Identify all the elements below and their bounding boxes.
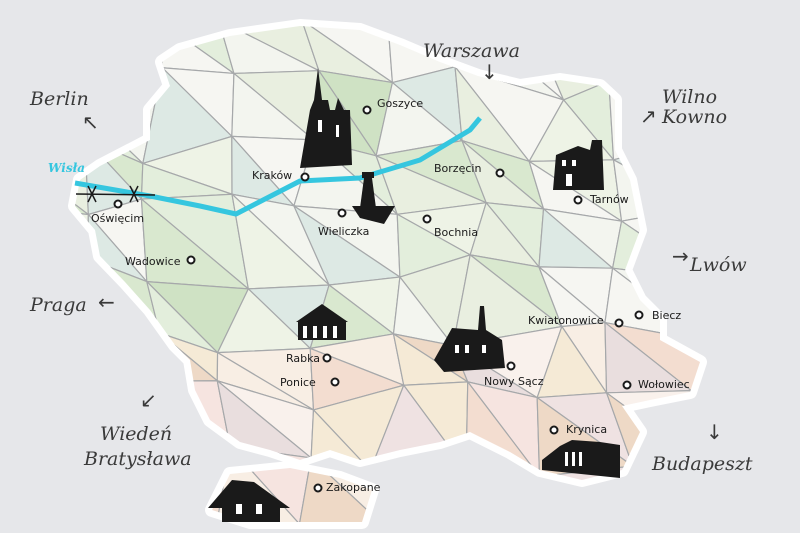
map-facet <box>699 135 700 208</box>
map-facet <box>706 20 780 80</box>
map-facet <box>75 446 95 522</box>
city-label[interactable]: Oświęcim <box>91 212 145 225</box>
city-label[interactable]: Biecz <box>652 309 682 322</box>
city-label[interactable]: Wieliczka <box>318 225 370 238</box>
arrow-left-icon: ← <box>98 290 115 314</box>
mine-shaft-icon <box>352 172 395 224</box>
city-marker[interactable] <box>495 168 505 178</box>
city-label[interactable]: Wołowiec <box>638 378 690 391</box>
direction-budapeszt: Budapeszt <box>652 453 753 475</box>
city-label[interactable]: Nowy Sącz <box>484 375 544 388</box>
map-facet <box>465 469 551 522</box>
map-facet <box>0 410 67 443</box>
river-label: Wisła <box>48 161 85 175</box>
arrow-down-left-icon: ↙ <box>140 388 157 412</box>
map-facet <box>720 72 780 150</box>
city-marker[interactable] <box>186 255 196 265</box>
city-marker[interactable] <box>622 380 632 390</box>
map-facet <box>75 442 95 522</box>
city-label[interactable]: Zakopane <box>326 481 381 494</box>
map-facet <box>298 456 384 522</box>
map-facet <box>0 20 69 93</box>
map-facet <box>690 341 700 410</box>
map-facet <box>706 20 780 80</box>
city-marker[interactable] <box>362 105 372 115</box>
map-facet <box>0 351 67 411</box>
church-icon <box>300 68 352 168</box>
direction-wieden: Wiedeń <box>100 423 173 445</box>
map-facet <box>527 26 641 82</box>
city-marker[interactable] <box>313 483 323 493</box>
city-marker[interactable] <box>330 377 340 387</box>
city-marker[interactable] <box>422 214 432 224</box>
map-facet <box>607 26 700 82</box>
direction-bratyslawa: Bratysława <box>84 448 192 470</box>
city-marker[interactable] <box>614 318 624 328</box>
map-facet <box>75 26 79 95</box>
city-label[interactable]: Bochnia <box>434 226 479 239</box>
city-marker[interactable] <box>337 208 347 218</box>
map-facet <box>75 26 164 94</box>
arrow-down-icon: ↓ <box>706 420 723 444</box>
spa-house-icon <box>542 440 620 478</box>
city-label[interactable]: Krynica <box>566 423 608 436</box>
direction-praga: Praga <box>30 294 87 316</box>
map-facet <box>0 330 67 410</box>
city-marker[interactable] <box>322 353 332 363</box>
map-facet <box>448 468 553 522</box>
castle-icon <box>553 140 604 190</box>
arrow-up-left-icon: ↖ <box>82 110 99 134</box>
arrow-up-right-icon: ↗ <box>640 104 657 128</box>
town-hall-icon <box>434 306 505 372</box>
map-facet <box>709 281 780 343</box>
city-label[interactable]: Kwiatonowice <box>528 314 604 327</box>
map-facet <box>710 341 780 409</box>
city-marker[interactable] <box>549 425 559 435</box>
map-facet <box>368 468 467 522</box>
direction-warszawa: Warszawa <box>423 40 520 62</box>
city-label[interactable]: Wadowice <box>125 255 181 268</box>
direction-berlin: Berlin <box>30 88 89 110</box>
map-facet <box>637 26 700 74</box>
city-marker[interactable] <box>506 361 516 371</box>
city-marker[interactable] <box>634 310 644 320</box>
city-label[interactable]: Goszyce <box>377 97 424 110</box>
vistula-river <box>74 116 482 217</box>
city-marker[interactable] <box>113 199 123 209</box>
direction-wilno: Wilno <box>662 86 718 108</box>
direction-kowno: Kowno <box>662 106 728 128</box>
mountain-chalet-icon <box>208 480 290 522</box>
map-facet <box>690 390 700 447</box>
map-facet <box>0 411 65 448</box>
city-marker[interactable] <box>300 172 310 182</box>
city-label[interactable]: Borzęcin <box>434 162 482 175</box>
city-label[interactable]: Ponice <box>280 376 316 389</box>
map-facet <box>369 468 452 522</box>
map-facet <box>698 135 700 202</box>
arrow-down-icon: ↓ <box>481 60 498 84</box>
barbed-wire-icon <box>75 185 156 203</box>
direction-lwow: Lwów <box>690 254 747 276</box>
city-label[interactable]: Tarnów <box>590 193 629 206</box>
city-label[interactable]: Rabka <box>286 352 321 365</box>
pavilion-icon <box>296 304 348 340</box>
map-facet <box>75 26 163 69</box>
map-facet <box>75 328 145 411</box>
arrow-right-icon: → <box>672 244 689 268</box>
map-facet <box>75 329 161 383</box>
map-facet <box>690 389 700 457</box>
city-label[interactable]: Kraków <box>252 169 293 182</box>
city-marker[interactable] <box>573 195 583 205</box>
